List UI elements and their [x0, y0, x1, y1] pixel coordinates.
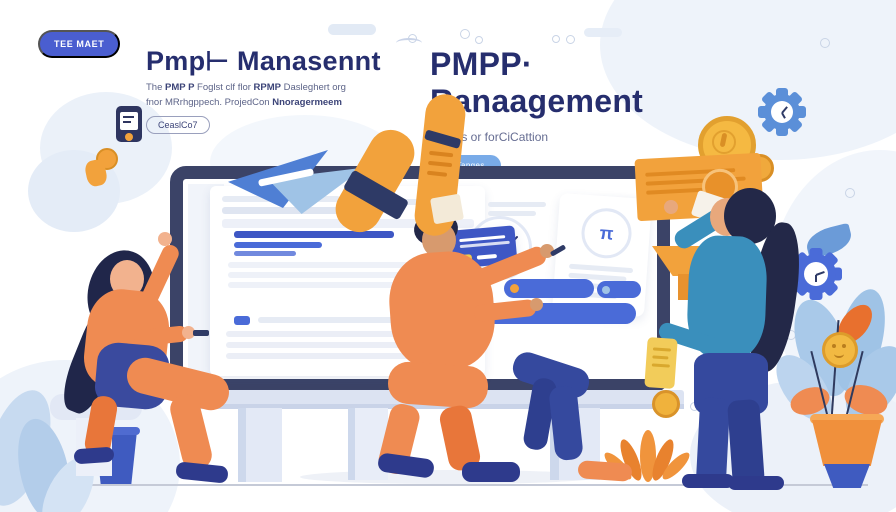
dot-icon	[602, 286, 610, 294]
subtitle-text: Dasleghert org	[280, 82, 346, 93]
leg	[727, 398, 765, 488]
orange-leaf-cluster	[601, 430, 693, 484]
coin-flower	[822, 332, 858, 368]
subtitle-text-bold: Nnoragermeem	[272, 96, 342, 108]
paper-note	[429, 193, 465, 225]
sneaker	[73, 446, 115, 465]
dot-ring	[845, 188, 855, 198]
left-cta-button[interactable]: CeaslCo7	[146, 116, 210, 135]
coin-icon	[652, 390, 680, 418]
sneaker	[175, 461, 229, 484]
sneaker	[376, 452, 436, 479]
cloud-icon	[328, 24, 376, 35]
ui-button-small[interactable]	[504, 279, 594, 298]
ui-button-small[interactable]	[597, 281, 641, 298]
hero-left-block: Pmp⊢ Manasennt The PMP P Foglst clf flor…	[146, 46, 386, 135]
dot-ring	[408, 34, 417, 43]
subtitle-text: Foglst clf flor	[194, 82, 254, 93]
person-center-man	[375, 206, 567, 486]
dot-ring	[566, 35, 575, 44]
hand	[530, 298, 543, 311]
shoe	[728, 476, 784, 490]
desk-shadow	[176, 404, 684, 409]
bucket-rim	[92, 427, 140, 435]
shoe	[682, 474, 734, 488]
hand	[664, 200, 678, 214]
subtitle-text: fnor MRrhgppech. ProjedCon	[146, 96, 273, 108]
pot	[812, 420, 882, 466]
gear-clock-icon	[758, 88, 806, 136]
sneaker	[462, 462, 520, 482]
desk-leg	[238, 408, 282, 482]
dot-ring	[460, 29, 470, 39]
pot-rim	[810, 414, 884, 424]
person-right	[634, 148, 807, 490]
hand	[158, 232, 172, 246]
person-left-woman	[48, 226, 233, 486]
page-title-left: Pmp⊢ Manasennt	[146, 46, 381, 76]
phone-icon	[116, 106, 142, 142]
dot-ring	[552, 35, 560, 43]
pot-base	[824, 464, 870, 488]
phone-screen	[120, 112, 138, 130]
dot-ring	[820, 38, 830, 48]
hero-left-subtitle: The PMP P Foglst clf flor RPMP Daslegher…	[146, 81, 386, 110]
hero-right-subtitle: Semes or forCiCattion	[430, 130, 549, 144]
gear-clock-icon	[790, 248, 842, 300]
hanging-tag	[644, 337, 678, 389]
desk-leg	[550, 408, 600, 480]
subtitle-text: The	[146, 82, 166, 93]
dot-ring	[475, 36, 483, 44]
phone-dot	[125, 133, 133, 141]
thigh	[386, 360, 490, 410]
page-title-right: PMPP· Ranaagement	[430, 46, 644, 119]
cloud-icon	[584, 28, 622, 37]
subtitle-text-bold: RPMP	[253, 82, 281, 93]
potted-plant	[765, 280, 896, 492]
arm-clip	[424, 129, 462, 149]
subtitle-text-bold: PMP P	[165, 82, 195, 93]
floor-line	[28, 484, 868, 486]
marker-pen	[193, 330, 209, 336]
coin-icon	[510, 284, 519, 293]
top-left-badge[interactable]: TEE MAET	[38, 30, 121, 58]
